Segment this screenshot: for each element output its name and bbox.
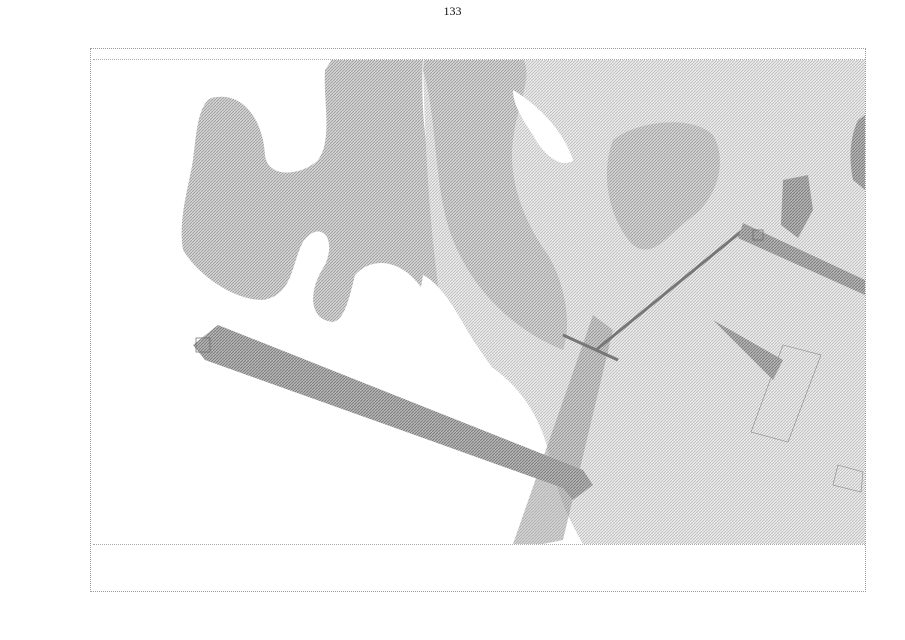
parcel-outline-2 (832, 464, 864, 493)
upper-right-small-patch (781, 175, 813, 238)
pipeline-junction-marker (752, 229, 764, 241)
river-clearing-1 (418, 275, 533, 421)
upper-right-edge-patch (850, 115, 865, 190)
pipeline-right-arm (738, 223, 865, 295)
upper-right-dark-patch (606, 122, 720, 250)
embankment-end-marker (195, 337, 211, 353)
embankment-strip (193, 325, 593, 500)
map-legend (95, 543, 863, 591)
map-frame (93, 59, 865, 545)
western-hatched-area (181, 60, 478, 322)
parcel-outline-1 (750, 344, 822, 443)
road-corridor (513, 315, 613, 544)
dark-wedge (713, 320, 783, 380)
central-ridge-area (423, 60, 568, 350)
page-number: 133 (443, 4, 462, 18)
river-clearing-2 (513, 90, 573, 164)
map-sheet (90, 48, 866, 592)
pipeline-left-arm (562, 333, 619, 362)
map-canvas (181, 60, 865, 544)
pipeline-main-arm (595, 228, 744, 352)
